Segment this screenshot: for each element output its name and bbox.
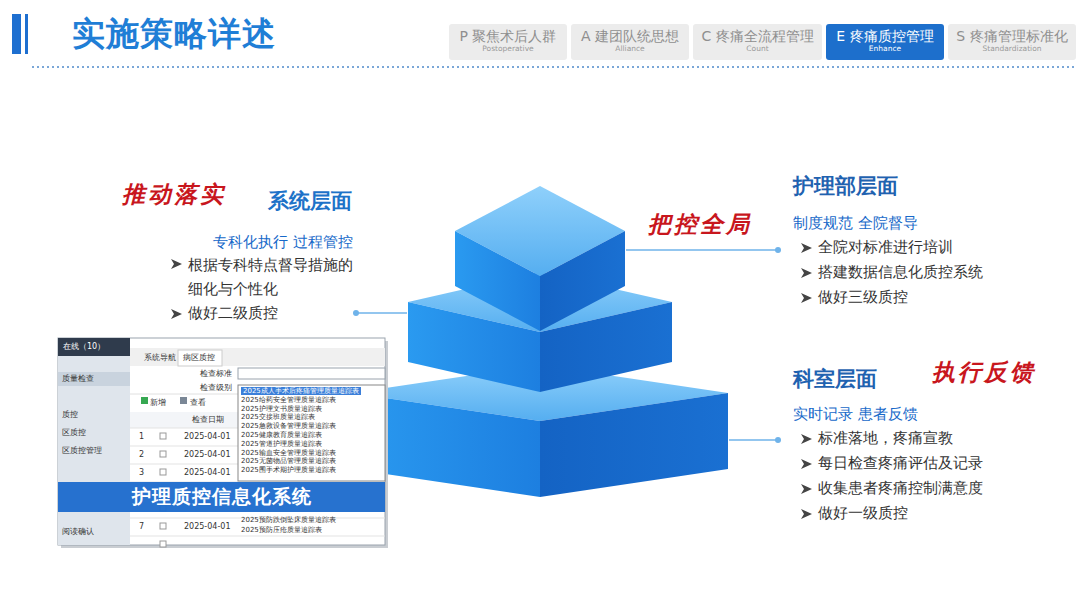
bullet-item: 全院对标准进行培训 — [818, 238, 953, 256]
nav-tab: S 疼痛管理标准化Standardization — [948, 24, 1076, 60]
screen-text: 区质控管理 — [62, 446, 102, 456]
slogan: 执行反馈 — [932, 358, 1036, 387]
screen-text: 阅读确认 — [62, 527, 94, 537]
bullet-item: 根据专科特点督导措施的细化与个性化 — [188, 254, 353, 302]
screen-text: 2025-04-01 — [184, 432, 231, 442]
bullet-marker — [801, 293, 812, 303]
screen-text: 区质控 — [62, 428, 86, 438]
tab-title: C 疼痛全流程管理 — [699, 27, 816, 45]
nav-tab: P 聚焦术后人群Postoperative — [449, 24, 567, 60]
bullet-marker — [801, 243, 812, 253]
level-subheading: 专科化执行 过程管控 — [213, 233, 353, 252]
leader-lines — [353, 247, 781, 443]
screen-text: 查看 — [190, 398, 206, 408]
screen-text: 病区质控 — [183, 353, 215, 363]
screen-text: 1 — [139, 432, 144, 442]
bullet-item: 做好一级质控 — [818, 504, 908, 522]
menu-item: 2025护理文书质量追踪表 — [241, 405, 322, 413]
tab-title: A 建团队统思想 — [577, 27, 683, 45]
menu-item: 2025急救设备管理质量追踪表 — [241, 422, 336, 430]
level-heading: 系统层面 — [268, 188, 352, 214]
screen-text: 2025-04-01 — [184, 522, 231, 532]
bullet-item: 每日检查疼痛评估及记录 — [818, 454, 983, 472]
screen-text: 7 — [139, 522, 144, 532]
bullet-item: 搭建数据信息化质控系统 — [818, 263, 983, 281]
title-bar — [25, 14, 28, 54]
screen-text: 在线（10） — [63, 342, 105, 352]
bullet-marker — [171, 259, 182, 269]
menu-item: 2025管道护理质量追踪表 — [241, 440, 322, 448]
screen-text: 3 — [139, 468, 144, 478]
tab-subtitle: Count — [699, 45, 816, 53]
bullet-marker — [801, 459, 812, 469]
title-bar — [12, 14, 21, 54]
screen-text: 检查级别 — [200, 383, 232, 393]
bullet-markers — [171, 243, 812, 519]
divider — [32, 66, 1076, 68]
tab-subtitle: Alliance — [577, 45, 683, 53]
level-heading: 护理部层面 — [793, 173, 898, 199]
title-band: 护理质控信息化系统 — [58, 482, 385, 512]
screen-text: 新增 — [150, 398, 166, 408]
level-heading: 科室层面 — [793, 366, 877, 392]
menu-item: 2025预防跌倒坠床质量追踪表 — [241, 516, 336, 524]
menu-item: 2025无菌物品管理质量追踪表 — [241, 457, 336, 465]
bullet-item: 收集患者疼痛控制满意度 — [818, 479, 983, 497]
screen-text: 2025-04-01 — [184, 450, 231, 460]
tab-subtitle: Enhance — [832, 45, 938, 53]
bullet-marker — [801, 434, 812, 444]
screen-text: 检查日期 — [192, 415, 224, 425]
slogan: 把控全局 — [648, 210, 752, 239]
tab-title: P 聚焦术后人群 — [455, 27, 561, 45]
menu-item: 2025交接班质量追踪表 — [241, 413, 315, 421]
bullet-marker — [171, 309, 182, 319]
bullet-marker — [801, 509, 812, 519]
menu-item: 2025输血安全管理质量追踪表 — [241, 449, 336, 457]
bullet-item: 做好二级质控 — [188, 304, 278, 322]
level-subheading: 实时记录 患者反馈 — [793, 405, 918, 424]
slogan: 推动落实 — [122, 180, 226, 209]
tab-subtitle: Standardization — [954, 45, 1070, 53]
screen-text: 质量检查 — [62, 374, 94, 384]
menu-item: 2025健康教育质量追踪表 — [241, 431, 322, 439]
bullet-item: 标准落地，疼痛宣教 — [818, 429, 953, 447]
menu-item: 2025围手术期护理质量追踪表 — [241, 466, 336, 474]
level-subheading: 制度规范 全院督导 — [793, 214, 918, 233]
slide-title: 实施策略详述 — [72, 12, 276, 57]
tab-subtitle: Postoperative — [455, 45, 561, 53]
screen-text: 2 — [139, 450, 144, 460]
screen-text: 质控 — [62, 410, 78, 420]
bullet-item: 做好三级质控 — [818, 288, 908, 306]
nav-tab: A 建团队统思想Alliance — [571, 24, 689, 60]
bullet-marker — [801, 268, 812, 278]
tab-title: 护理质控信息化系统 — [132, 484, 312, 510]
screen-text: 系统导航 — [144, 353, 176, 363]
tab-title: E 疼痛质控管理 — [832, 27, 938, 45]
tab-title: S 疼痛管理标准化 — [954, 27, 1070, 45]
menu-item: 2025预防压疮质量追踪表 — [241, 526, 322, 534]
screenshot — [58, 338, 388, 548]
screen-text: 检查标准 — [200, 369, 232, 379]
menu-item: 2025成人手术后疼痛管理质量追踪表 — [241, 387, 361, 395]
menu-item: 2025给药安全管理质量追踪表 — [241, 396, 336, 404]
bullet-marker — [801, 484, 812, 494]
nav-tab: C 疼痛全流程管理Count — [693, 24, 822, 60]
nav-tab: E 疼痛质控管理Enhance — [826, 24, 944, 60]
screen-text: 2025-04-01 — [184, 468, 231, 478]
